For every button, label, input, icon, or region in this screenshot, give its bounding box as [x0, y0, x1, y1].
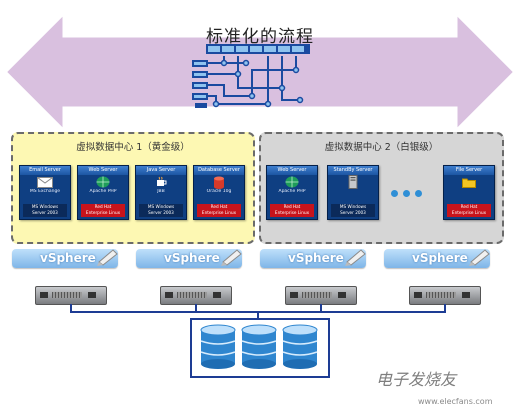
- double-arrow-shape: [7, 16, 513, 128]
- watermark-logo-text: 电子发烧友: [376, 370, 457, 389]
- vsphere-layer-2: vSphere: [136, 249, 242, 268]
- physical-host-1: [35, 286, 107, 305]
- globe-icon: [267, 175, 317, 189]
- process-double-arrow: [7, 16, 513, 128]
- envelope-icon: [20, 175, 70, 189]
- folder-icon: [444, 175, 494, 189]
- host-1-link: [70, 304, 72, 312]
- vsphere-layer-3: vSphere: [260, 249, 366, 268]
- server-title: Web Server: [267, 166, 317, 175]
- server-title: File Server: [444, 166, 494, 175]
- diagram-title: 标准化的流程: [206, 27, 314, 47]
- server-app: Apache PHP: [278, 189, 306, 194]
- server-title: StandBy Server: [328, 166, 378, 175]
- more-servers-ellipsis: [391, 190, 422, 197]
- tower-server-icon: [328, 175, 378, 189]
- server-title: Email Server: [20, 166, 70, 175]
- host-4-link: [444, 304, 446, 312]
- datacenter-2-label: 虚拟数据中心 2（白银级）: [324, 142, 439, 153]
- host-3-link: [320, 304, 322, 312]
- physical-host-3: [285, 286, 357, 305]
- server-title: Web Server: [78, 166, 128, 175]
- server-app: MS Exchange: [29, 189, 61, 194]
- vsphere-layer-4: vSphere: [384, 249, 490, 268]
- vsphere-label: vSphere: [164, 251, 220, 265]
- server-app: Apache PHP: [89, 189, 117, 194]
- watermark-url: www.elecfans.com: [418, 397, 493, 406]
- vsphere-label: vSphere: [40, 251, 96, 265]
- workflow-icon: [192, 44, 310, 108]
- host-2-link: [195, 304, 197, 312]
- server-app: Oracle 10g: [206, 189, 232, 194]
- physical-host-2: [160, 286, 232, 305]
- datacenter-1-label: 虚拟数据中心 1（黄金级）: [76, 142, 190, 153]
- pen-icon: [97, 249, 118, 266]
- server-app: JBB: [157, 189, 165, 194]
- storage-link: [257, 311, 259, 319]
- server-title: Database Server: [194, 166, 244, 175]
- vsphere-layer-1: vSphere: [12, 249, 118, 268]
- physical-host-4: [409, 286, 481, 305]
- pen-icon: [221, 249, 242, 266]
- vsphere-label: vSphere: [288, 251, 344, 265]
- database-icon: [194, 175, 244, 189]
- shared-storage: [190, 318, 330, 378]
- pen-icon: [469, 249, 490, 266]
- storage-disks-icon: [200, 324, 318, 369]
- cup-icon: [136, 175, 186, 189]
- vsphere-label: vSphere: [412, 251, 468, 265]
- server-title: Java Server: [136, 166, 186, 175]
- pen-icon: [345, 249, 366, 266]
- globe-icon: [78, 175, 128, 189]
